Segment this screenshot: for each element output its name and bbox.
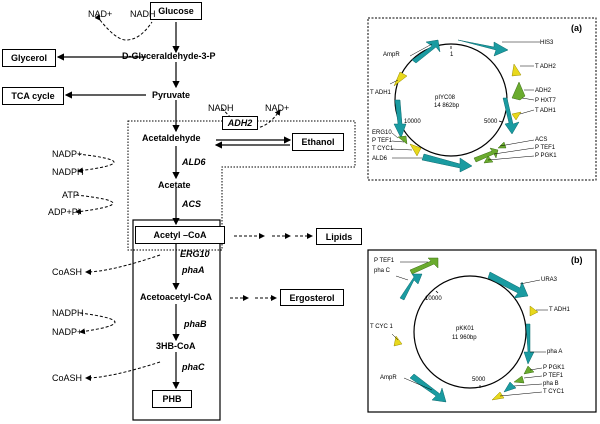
plasmid-b-phab: pha B [543,381,559,387]
panel-b-label: (b) [571,255,583,265]
g3p-label: D-Glyceraldehyde-3-P [122,51,216,61]
plasmid-a-erg10: ERG10 [372,130,392,136]
nad-plus-label: NAD+ [88,9,113,19]
nad-plus-label-2: NAD+ [265,103,290,113]
panel-a-label: (a) [571,23,582,33]
plasmid-b-tick-5000: 5000 [472,377,486,383]
plasmid-a-ppgk1: P PGK1 [535,153,557,159]
plasmid-a-ald6: ALD6 [372,156,388,162]
erg10-label: ERG10 [180,249,210,259]
acetate-label: Acetate [158,180,191,190]
phb-box: PHB [152,390,192,408]
plasmid-b-phaa: pha A [547,349,563,355]
plasmid-a-ptef1-left: P TEF1 [372,138,393,144]
plasmid-a-his3: HIS3 [540,40,554,46]
coash-label: CoASH [52,267,83,277]
ald6-label: ALD6 [182,157,206,167]
plasmid-a-name: pIYC08 [435,95,456,101]
plasmid-b-ptef1-top: P TEF1 [374,258,395,264]
glycerol-label: Glycerol [10,53,48,63]
nadph-label: NADPH [52,167,84,177]
phac-label: phaC [182,362,205,372]
acetyl-coa-box: Acetyl –CoA [135,226,225,244]
phaa-label: phaA [182,265,205,275]
ergosterol-label: Ergosterol [289,292,335,303]
plasmid-a-tick-10000: 10000 [404,119,421,125]
plasmid-b-size: 11 960bp [452,335,477,341]
acetyl-coa-label: Acetyl –CoA [153,230,207,240]
plasmid-a-phxt7: P HXT7 [535,98,556,104]
ethanol-label: Ethanol [301,137,335,147]
atp-label: ATP [62,190,79,200]
plasmid-a-size: 14 862bp [434,103,460,109]
pyruvate-label: Pyruvate [152,90,191,100]
plasmid-b-name: pKK01 [456,326,475,332]
plasmid-a-ampr: AmpR [383,52,400,58]
nadh-label-2: NADH [208,103,234,113]
plasmid-b-tcyc1-left: T CYC 1 [370,324,393,330]
acetoacetyl-coa-label: Acetoacetyl-CoA [140,292,213,302]
adh2-box: ADH2 [222,116,258,130]
plasmid-a-tick-1: 1 [450,52,454,58]
plasmid-b-tcyc1: T CYC1 [543,389,565,395]
coash-label-2: CoASH [52,373,83,383]
3hb-coa-label: 3HB-CoA [156,341,196,351]
glycerol-box: Glycerol [2,49,56,67]
plasmid-b-ppgk1: P PGK1 [543,365,565,371]
plasmid-b-tadh1: T ADH1 [549,307,570,313]
plasmid-a-tadh1-right: T ADH1 [535,108,556,114]
tca-cycle-box: TCA cycle [2,87,64,105]
acetaldehyde-label: Acetaldehyde [142,133,201,143]
nadph-label-2: NADPH [52,308,84,318]
plasmid-a-tadh1-left: T ADH1 [370,90,391,96]
tca-label: TCA cycle [11,91,55,101]
nadp-plus-label-2: NADP+ [52,327,83,337]
plasmid-a-tadh2: T ADH2 [535,64,556,70]
lipids-label: Lipids [325,231,353,242]
plasmid-b-ptef1: P TEF1 [543,373,564,379]
plasmid-b-ura3: URA3 [541,277,558,283]
glucose-box: Glucose [150,2,202,20]
ethanol-box: Ethanol [292,133,344,151]
glucose-label: Glucose [158,6,194,16]
adh2-label: ADH2 [227,118,253,128]
plasmid-b-phac: pha C [374,268,391,274]
ergosterol-box: Ergosterol [280,289,344,306]
plasmid-a-tcyc1: T CYC1 [372,146,394,152]
phab-label: phaB [184,319,207,329]
nadp-plus-label: NADP+ [52,149,83,159]
plasmid-a-ptef1-right: P TEF1 [535,145,556,151]
acs-label: ACS [182,199,202,209]
plasmid-a-adh2: ADH2 [535,88,552,94]
plasmid-b-tick-10000: 10000 [425,296,442,302]
plasmid-a-acs: ACS [535,137,548,143]
plasmid-b-ampr: AmpR [380,375,397,381]
plasmid-a-tick-5000: 5000 [484,119,498,125]
adp-pi-label: ADP+Pi [48,207,80,217]
phb-label: PHB [162,394,182,404]
nadh-label: NADH [130,9,156,19]
lipids-box: Lipids [316,228,362,245]
